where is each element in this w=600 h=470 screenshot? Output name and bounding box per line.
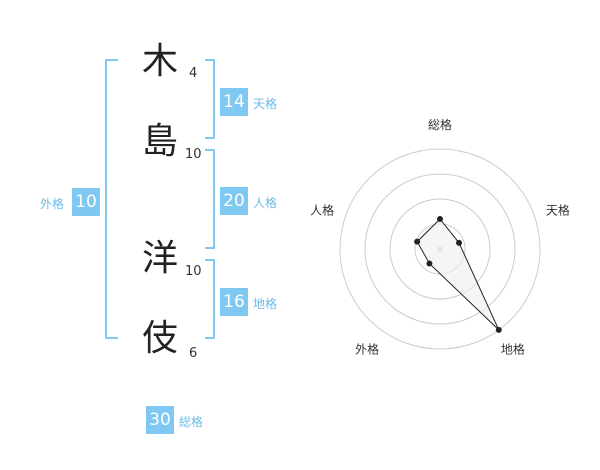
radar-axis-label-0: 総格 — [428, 117, 452, 132]
radar-ring-4 — [339, 148, 541, 350]
tenkaku-value: 14 — [220, 88, 248, 116]
tenkaku-bracket — [205, 59, 215, 139]
tenkaku-label: 天格 — [253, 97, 278, 111]
stroke-count-2: 10 — [185, 147, 202, 162]
soukaku-value: 30 — [146, 406, 174, 434]
radar-axis-label-4: 人格 — [310, 203, 334, 218]
radar-point-0 — [437, 216, 443, 222]
radar-axis-label-2: 地格 — [501, 341, 525, 356]
radar-point-1 — [456, 239, 463, 246]
chikaku-bracket — [205, 259, 215, 339]
gaikaku-label: 外格 — [40, 197, 65, 211]
radar-axis-label-3: 外格 — [355, 341, 379, 356]
gaikaku-bracket — [105, 59, 118, 339]
radar-axis-label-1: 天格 — [546, 203, 570, 218]
soukaku-label: 総格 — [179, 415, 204, 429]
stroke-count-3: 10 — [185, 264, 202, 279]
radar-point-2 — [495, 326, 502, 333]
name-char-4: 伎 — [142, 318, 179, 359]
name-char-1: 木 — [142, 41, 179, 82]
jinkaku-value: 20 — [220, 187, 248, 215]
name-char-2: 島 — [142, 121, 179, 162]
gaikaku-value: 10 — [72, 188, 100, 216]
name-char-3: 洋 — [142, 238, 179, 279]
jinkaku-label: 人格 — [253, 196, 278, 210]
chikaku-label: 地格 — [253, 297, 278, 311]
radar-point-3 — [426, 260, 433, 267]
stroke-count-1: 4 — [189, 66, 198, 81]
jinkaku-bracket — [205, 149, 215, 249]
stroke-count-4: 6 — [189, 346, 198, 361]
radar-ring-2 — [389, 198, 491, 300]
radar-series-polygon — [416, 218, 500, 331]
radar-ring-3 — [364, 173, 516, 325]
radar-point-4 — [414, 238, 421, 245]
chikaku-value: 16 — [220, 288, 248, 316]
